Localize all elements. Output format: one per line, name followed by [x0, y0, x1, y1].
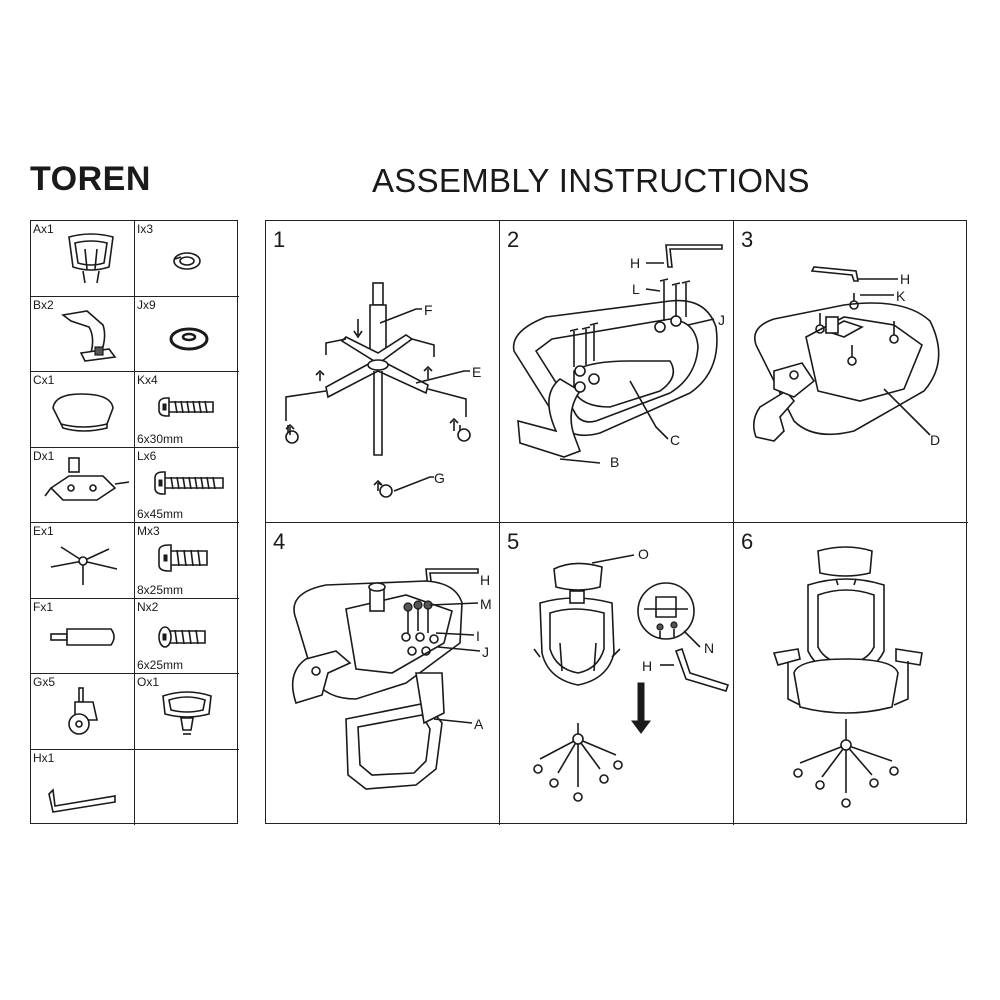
callout-label: J [482, 644, 489, 660]
callout-label: M [480, 596, 492, 612]
step-number: 3 [741, 227, 754, 252]
bolt-icon [158, 397, 214, 417]
part-code: Kx4 [137, 373, 158, 387]
callout-label: K [896, 288, 906, 304]
part-cell-i: Ix3 [135, 221, 239, 297]
part-cell-b: Bx2 [31, 296, 135, 372]
callout-label: N [704, 640, 714, 656]
long-bolt-icon [154, 470, 224, 495]
part-cell-h: Hx1 [31, 749, 135, 825]
spring-washer-icon [173, 252, 201, 270]
callout-label: D [930, 432, 940, 448]
step-1-panel: 1 F E G [266, 221, 500, 523]
assembly-steps: 1 F E G 2 H [265, 220, 968, 825]
caster-icon [68, 687, 98, 735]
armrest-icon [61, 309, 117, 362]
part-cell-d: Dx1 [31, 447, 135, 523]
callout-label: E [472, 364, 481, 380]
bolt-icon [158, 544, 208, 572]
star-base-icon [50, 546, 118, 585]
callout-label: C [670, 432, 680, 448]
part-cell-o: Ox1 [135, 674, 239, 750]
step-number: 6 [741, 529, 754, 554]
brand-name: TOREN [30, 160, 151, 198]
part-cell-f: Fx1 [31, 598, 135, 674]
part-size: 6x25mm [137, 658, 184, 672]
part-code: Ax1 [33, 222, 54, 236]
step-5-panel: 5 O N H [500, 523, 734, 825]
part-code: Cx1 [33, 373, 55, 387]
flat-bolt-icon [158, 625, 206, 648]
callout-label: H [900, 271, 910, 287]
step-4-panel: 4 H M I J A [266, 523, 500, 825]
part-cell-empty [135, 750, 239, 826]
part-cell-k: Kx4 6x30mm [135, 372, 239, 448]
part-size: 6x45mm [137, 507, 184, 521]
gas-lift-icon [50, 627, 115, 646]
step-2-illustration: H B L J C [512, 244, 725, 470]
step-2-panel: 2 H B L J C [500, 221, 734, 523]
step-number: 4 [273, 529, 286, 554]
callout-label: F [424, 302, 433, 318]
part-code: Nx2 [137, 599, 159, 614]
step-6-panel: 6 [734, 523, 968, 825]
callout-label: H [630, 255, 640, 271]
part-cell-m: Mx3 8x25mm [135, 523, 239, 599]
callout-label: A [474, 716, 484, 732]
part-code: Ox1 [137, 675, 160, 689]
step-4-illustration: H M I J A [291, 568, 492, 790]
part-code: Fx1 [33, 599, 54, 614]
part-code: Gx5 [33, 675, 56, 689]
step-3-panel: 3 H K D [734, 221, 968, 523]
part-code: Jx9 [137, 297, 156, 312]
step-5-illustration: O N H [533, 546, 730, 802]
part-cell-e: Ex1 [31, 523, 135, 599]
allen-key-icon [48, 787, 116, 813]
part-size: 6x30mm [137, 431, 184, 446]
step-number: 5 [507, 529, 520, 554]
callout-label: B [610, 454, 619, 470]
step-number: 2 [507, 227, 520, 252]
headrest-icon [162, 691, 212, 735]
part-code: Lx6 [137, 448, 157, 463]
callout-label: H [642, 658, 652, 674]
callout-label: H [480, 572, 490, 588]
callout-label: L [632, 281, 640, 297]
backrest-frame-icon [68, 233, 114, 284]
part-code: Ex1 [33, 524, 54, 538]
part-code: Dx1 [33, 448, 55, 463]
part-code: Bx2 [33, 297, 54, 312]
callout-label: I [476, 628, 480, 644]
part-code: Ix3 [137, 222, 154, 236]
callout-label: J [718, 312, 725, 328]
part-cell-c: Cx1 [31, 372, 135, 448]
part-cell-a: Ax1 [31, 221, 135, 297]
step-number: 1 [273, 227, 286, 252]
part-code: Hx1 [33, 750, 55, 765]
callout-label: G [434, 470, 445, 486]
document-title: ASSEMBLY INSTRUCTIONS [372, 162, 810, 199]
step-3-illustration: H K D [752, 266, 940, 448]
step-6-illustration [772, 546, 923, 808]
mechanism-icon [44, 456, 130, 501]
part-cell-g: Gx5 [31, 674, 135, 750]
part-code: Mx3 [137, 524, 160, 538]
part-size: 8x25mm [137, 582, 184, 597]
part-cell-n: Nx2 6x25mm [135, 599, 239, 674]
flat-washer-icon [169, 327, 209, 350]
part-cell-l: Lx6 6x45mm [135, 448, 239, 523]
step-1-illustration: F E G [285, 282, 481, 498]
seat-icon [52, 393, 114, 432]
callout-label: O [638, 546, 649, 562]
part-cell-j: Jx9 [135, 297, 239, 372]
parts-list: Ax1 Ix3 Bx2 Jx9 Cx1 [30, 220, 239, 826]
